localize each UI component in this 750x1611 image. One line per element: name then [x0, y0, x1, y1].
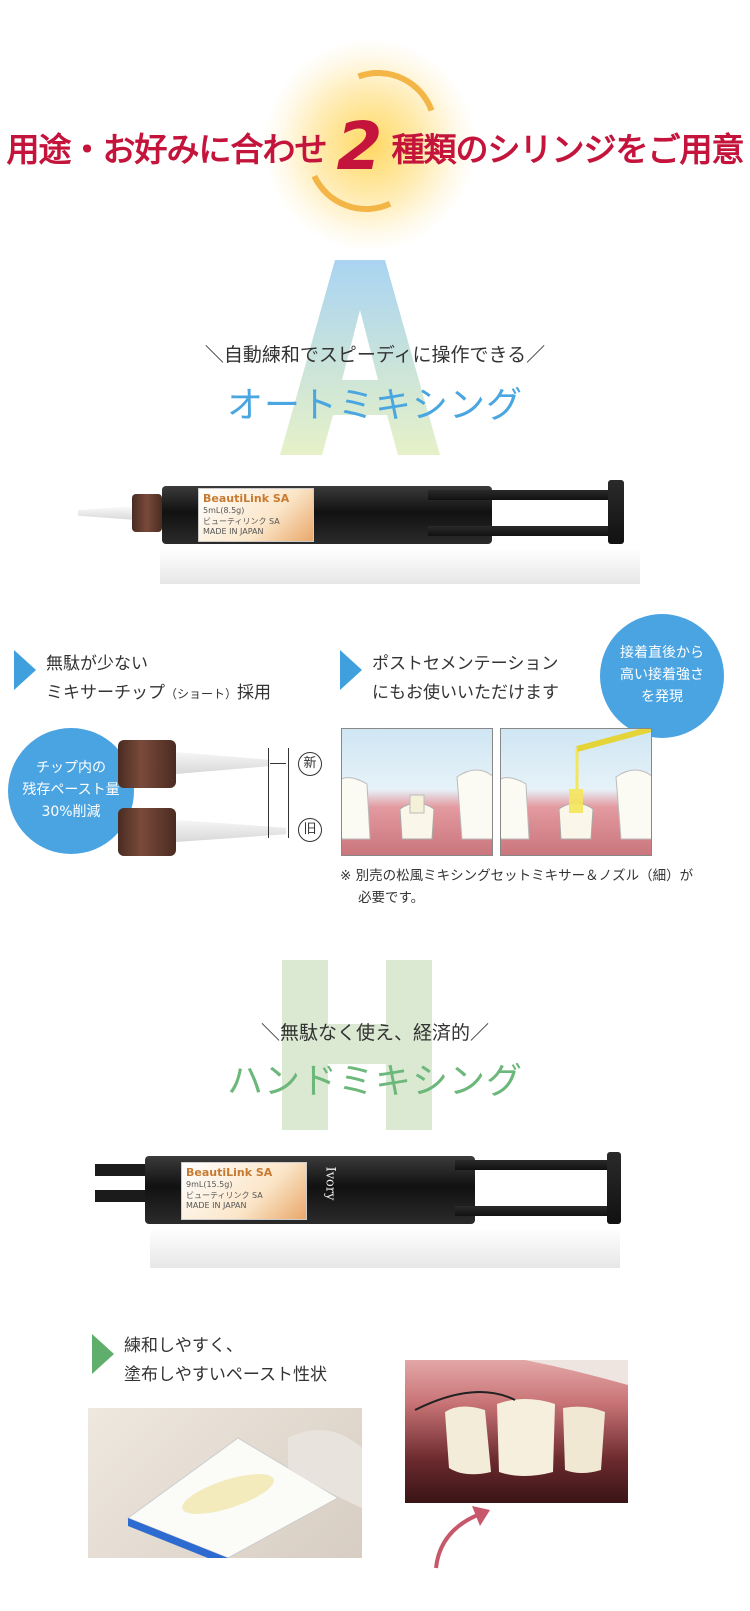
mixer-cap: [132, 494, 162, 532]
headline-post: 種類のシリンジをご用意: [391, 130, 744, 169]
plunger-rod: [455, 1160, 615, 1170]
letter-a-graphic: [280, 260, 440, 455]
plunger-rod: [428, 526, 618, 536]
feature-marker-icon: [340, 650, 362, 690]
feature-line: 無駄が少ない: [46, 654, 148, 674]
syringe-reflection: [160, 548, 640, 584]
label-volume: 5mL(8.5g): [203, 506, 245, 516]
headline-pre: 用途・お好みに合わせ: [6, 130, 328, 169]
plunger-head: [607, 1152, 621, 1224]
note-line: ※ 別売の松風ミキシングセットミキサー＆ノズル（細）が: [340, 868, 694, 884]
label-brand: BeautiLink SA: [203, 492, 290, 505]
strength-bubble: 接着直後から 高い接着強さ を発現: [600, 614, 724, 738]
label-name: ビューティリンク SA: [186, 1190, 263, 1200]
feature-line: 練和しやすく、: [124, 1336, 243, 1356]
syringe-reflection: [150, 1228, 620, 1268]
syringe-nozzle: [95, 1190, 145, 1202]
new-tip-nozzle: [176, 752, 268, 774]
section-a-title: オートミキシング: [226, 385, 523, 426]
new-tip-cap: [118, 740, 176, 788]
plunger-rod: [455, 1206, 615, 1216]
shade-label: Ivory: [322, 1166, 338, 1201]
mixer-note: ※ 別売の松風ミキシングセットミキサー＆ノズル（細）が 必要です。: [340, 866, 693, 909]
feature-marker-icon: [14, 650, 36, 690]
syringe-label: BeautiLink SA 5mL(8.5g) ビューティリンク SA MADE…: [198, 488, 314, 542]
feature-line: 塗布しやすいペースト性状: [124, 1364, 327, 1385]
plunger-head: [608, 480, 624, 544]
pointer-arrow-icon: [434, 1506, 490, 1569]
syringe-label: BeautiLink SA 9mL(15.5g) ビューティリンク SA MAD…: [181, 1162, 307, 1220]
feature-marker-icon: [92, 1334, 114, 1374]
old-tip-cap: [118, 808, 176, 856]
feature-line: ミキサーチップ（ショート）採用: [46, 682, 272, 703]
length-guide-line: [268, 748, 269, 838]
header-glow: [265, 40, 475, 250]
mixing-pad-photo: [88, 1408, 362, 1566]
section-h-subtitle: ＼無駄なく使え、経済的／: [260, 1022, 489, 1044]
letter-h-graphic: [282, 960, 432, 1130]
label-volume: 9mL(15.5g): [186, 1180, 233, 1190]
new-badge: 新: [298, 752, 322, 776]
clinical-photo: [405, 1360, 628, 1503]
feature-line: にもお使いいただけます: [372, 682, 559, 703]
old-badge: 旧: [298, 818, 322, 842]
auto-mix-syringe: BeautiLink SA 5mL(8.5g) ビューティリンク SA MADE…: [78, 478, 638, 558]
headline-number: 2: [336, 108, 383, 185]
mixer-tip: [78, 506, 136, 520]
syringe-nozzle: [95, 1164, 145, 1176]
feature-short-tip: 無駄が少ない ミキサーチップ（ショート）採用: [46, 650, 271, 708]
section-h-title: ハンドミキシング: [226, 1061, 523, 1102]
illustration-before: [341, 728, 493, 856]
section-a-subtitle: ＼自動練和でスピーディに操作できる／: [204, 344, 546, 366]
plunger-rod: [428, 490, 618, 500]
feature-paste-property: 練和しやすく、 塗布しやすいペースト性状: [124, 1332, 327, 1390]
note-line: 必要です。: [358, 889, 425, 906]
reduction-bubble: チップ内の 残存ペースト量 30%削減: [8, 728, 134, 854]
label-origin: MADE IN JAPAN: [203, 527, 264, 537]
label-origin: MADE IN JAPAN: [186, 1201, 247, 1211]
illustration-after: [500, 728, 652, 856]
hand-mix-syringe: BeautiLink SA 9mL(15.5g) ビューティリンク SA MAD…: [95, 1150, 635, 1230]
feature-post-cementation: ポストセメンテーション にもお使いいただけます: [372, 650, 559, 708]
length-guide-line: [288, 748, 289, 838]
length-arrow-icon: [270, 763, 286, 764]
label-brand: BeautiLink SA: [186, 1166, 273, 1179]
old-tip-nozzle: [176, 820, 286, 842]
label-name: ビューティリンク SA: [203, 516, 280, 526]
feature-line: ポストセメンテーション: [372, 654, 559, 674]
